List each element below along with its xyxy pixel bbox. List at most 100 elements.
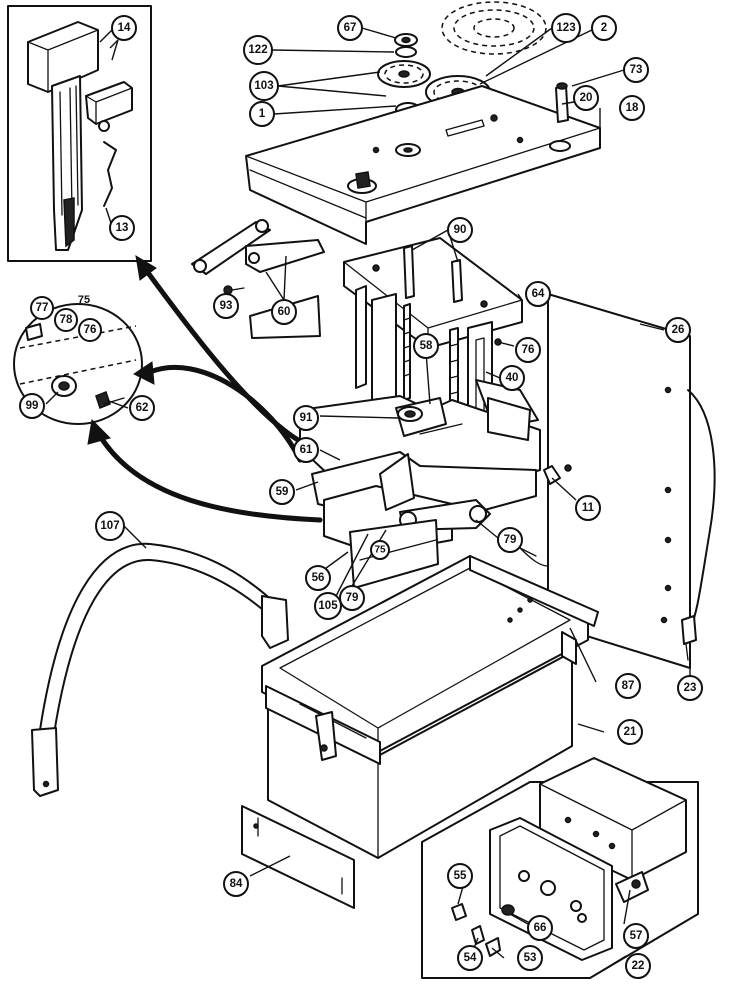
svg-text:79: 79 [504, 534, 517, 546]
callout-75-bottom: 75 [370, 540, 390, 560]
svg-text:87: 87 [622, 680, 635, 692]
callout-105: 105 [314, 592, 342, 620]
svg-text:22: 22 [632, 960, 645, 972]
svg-text:2: 2 [601, 22, 607, 34]
callout-55: 55 [447, 863, 473, 889]
svg-text:77: 77 [36, 302, 49, 314]
svg-text:99: 99 [26, 400, 39, 412]
callout-99: 99 [19, 393, 45, 419]
svg-text:58: 58 [420, 340, 433, 352]
reference-arrows [87, 255, 323, 523]
links-60 [191, 219, 325, 339]
callout-107: 107 [95, 511, 125, 541]
callout-21: 21 [617, 719, 643, 745]
svg-text:59: 59 [276, 486, 289, 498]
callout-103: 103 [249, 71, 279, 101]
callout-26: 26 [665, 317, 691, 343]
callout-62: 62 [129, 395, 155, 421]
callout-11: 11 [575, 495, 601, 521]
svg-text:90: 90 [454, 224, 467, 236]
svg-text:1: 1 [259, 108, 266, 120]
svg-text:75: 75 [374, 545, 386, 556]
callout-79-right: 79 [497, 527, 523, 553]
svg-text:107: 107 [100, 520, 119, 532]
svg-text:64: 64 [532, 288, 545, 300]
callout-40: 40 [499, 365, 525, 391]
callout-59: 59 [269, 479, 295, 505]
callout-13: 13 [109, 215, 135, 241]
svg-text:56: 56 [312, 572, 325, 584]
svg-text:55: 55 [454, 870, 467, 882]
svg-text:14: 14 [118, 22, 131, 34]
callout-57: 57 [623, 923, 649, 949]
svg-text:84: 84 [230, 878, 243, 890]
callout-58-upper: 58 [413, 333, 439, 359]
svg-text:75: 75 [78, 294, 90, 306]
callout-61: 61 [293, 437, 319, 463]
svg-text:123: 123 [556, 22, 575, 34]
callout-75-top: 75 [78, 294, 90, 306]
svg-text:26: 26 [672, 324, 685, 336]
svg-text:73: 73 [630, 64, 643, 76]
rating-label-plate [241, 805, 355, 909]
callout-84: 84 [223, 871, 249, 897]
svg-text:54: 54 [464, 952, 477, 964]
callout-76-top: 76 [78, 318, 102, 342]
inset-switch-detail [7, 5, 152, 262]
callout-66: 66 [527, 915, 553, 941]
callout-60: 60 [271, 299, 297, 325]
svg-text:13: 13 [116, 222, 129, 234]
callout-1: 1 [249, 101, 275, 127]
callout-93: 93 [213, 293, 239, 319]
callout-53: 53 [517, 945, 543, 971]
svg-text:79: 79 [346, 592, 359, 604]
svg-text:40: 40 [506, 372, 519, 384]
bearing-detail-circle [13, 303, 143, 425]
svg-text:78: 78 [60, 314, 73, 326]
callout-91: 91 [293, 405, 319, 431]
svg-text:67: 67 [344, 22, 357, 34]
svg-text:21: 21 [624, 726, 637, 738]
callout-76-right: 76 [515, 337, 541, 363]
inset-control-panel [421, 757, 699, 979]
callout-67: 67 [337, 15, 363, 41]
callout-90: 90 [447, 217, 473, 243]
svg-text:76: 76 [84, 324, 97, 336]
callout-78: 78 [54, 308, 78, 332]
svg-text:105: 105 [318, 600, 338, 612]
svg-text:122: 122 [248, 44, 267, 56]
svg-text:18: 18 [626, 102, 639, 114]
callout-77: 77 [30, 296, 54, 320]
svg-text:62: 62 [136, 402, 149, 414]
svg-text:60: 60 [278, 306, 291, 318]
callout-73: 73 [623, 57, 649, 83]
fry-basket [261, 547, 599, 753]
callout-56: 56 [305, 565, 331, 591]
callout-123: 123 [551, 13, 581, 43]
svg-text:11: 11 [582, 502, 595, 514]
callout-23: 23 [677, 675, 703, 701]
leader-lines [45, 27, 691, 973]
timer-housing-plate [245, 82, 601, 245]
svg-text:23: 23 [684, 682, 697, 694]
svg-text:20: 20 [580, 92, 593, 104]
svg-text:103: 103 [254, 80, 273, 92]
callout-22: 22 [625, 953, 651, 979]
svg-text:93: 93 [220, 300, 233, 312]
callout-122: 122 [243, 35, 273, 65]
callout-64: 64 [525, 281, 551, 307]
callout-54: 54 [457, 945, 483, 971]
callout-87: 87 [615, 673, 641, 699]
scissor-linkage [299, 379, 572, 589]
basket-handle [31, 542, 289, 797]
svg-text:57: 57 [630, 930, 643, 942]
callout-20: 20 [573, 85, 599, 111]
svg-text:91: 91 [300, 412, 313, 424]
callout-79-bottom: 79 [339, 585, 365, 611]
callout-2: 2 [591, 15, 617, 41]
svg-text:76: 76 [522, 344, 535, 356]
svg-text:61: 61 [300, 444, 313, 456]
svg-text:66: 66 [534, 922, 547, 934]
callout-18: 18 [619, 95, 645, 121]
